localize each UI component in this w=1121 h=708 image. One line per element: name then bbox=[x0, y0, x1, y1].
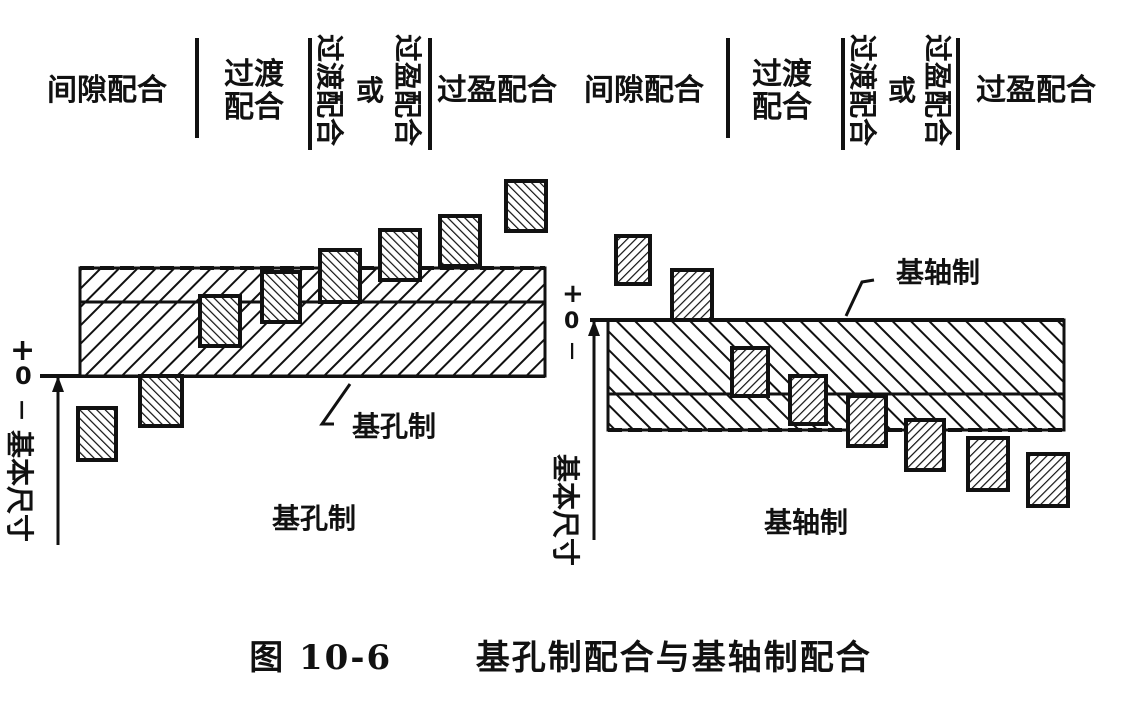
diagram-title: 基孔制 bbox=[272, 502, 356, 535]
header-left-or: 或 bbox=[356, 74, 384, 107]
sign-plus: + bbox=[10, 333, 35, 368]
caption-title: 基孔制配合与基轴制配合 bbox=[475, 638, 872, 678]
header-right-transition-or-b: 过盈配合 bbox=[921, 34, 954, 147]
figure-caption: 图 10-6 基孔制配合与基轴制配合 bbox=[0, 630, 1121, 679]
sign-zero: 0 bbox=[564, 309, 579, 334]
hole-zone bbox=[788, 374, 828, 426]
header-right-clearance: 间隙配合 bbox=[584, 73, 704, 108]
diagram-title: 基轴制 bbox=[764, 506, 848, 539]
zone-leader-line bbox=[844, 278, 875, 317]
header-left-clearance: 间隙配合 bbox=[47, 73, 167, 108]
hole-tolerance-zone bbox=[78, 266, 547, 378]
header-left: 间隙配合 过渡 配合 过渡配合 或 过盈配合 过盈配合 bbox=[47, 34, 557, 150]
header-right-transition-or-a: 过渡配合 bbox=[846, 34, 879, 147]
hole-zone bbox=[966, 436, 1010, 492]
sign-minus: — bbox=[11, 400, 35, 420]
zone-leader-line bbox=[319, 383, 352, 426]
shaft-zone bbox=[378, 228, 422, 282]
shaft-tolerance-zone bbox=[606, 318, 1066, 432]
hole-zone bbox=[614, 234, 652, 286]
caption-number: 图 10-6 bbox=[249, 638, 393, 678]
arrow-head-icon bbox=[588, 320, 600, 336]
shaft-zone bbox=[260, 270, 302, 324]
hole-zone bbox=[1026, 452, 1070, 508]
header-left-interference: 过盈配合 bbox=[437, 73, 557, 108]
shaft-zone bbox=[138, 374, 184, 428]
diagram-hole-basis: + 0 — 基本尺寸 基孔制 基孔制 bbox=[3, 179, 548, 545]
hole-zone bbox=[846, 394, 888, 448]
shaft-zone bbox=[504, 179, 548, 233]
hole-zone bbox=[904, 418, 946, 472]
header-left-transition-top: 过渡 bbox=[224, 57, 285, 92]
header-right: 间隙配合 过渡 配合 过渡配合 或 过盈配合 过盈配合 bbox=[584, 34, 1096, 150]
shaft-zone bbox=[318, 248, 362, 304]
shaft-zone bbox=[198, 294, 242, 348]
shaft-zone bbox=[438, 214, 482, 268]
hole-zone bbox=[670, 268, 714, 322]
header-right-transition-bottom: 配合 bbox=[752, 90, 812, 125]
basic-size-label: 基本尺寸 bbox=[3, 430, 36, 542]
header-left-transition-bottom: 配合 bbox=[224, 90, 284, 125]
zone-label: 基轴制 bbox=[896, 256, 980, 289]
header-right-transition-top: 过渡 bbox=[752, 57, 813, 92]
sign-minus: — bbox=[562, 342, 583, 360]
diagram-shaft-basis: + 0 — 基本尺寸 基轴制 基轴制 bbox=[549, 234, 1070, 566]
header-right-interference: 过盈配合 bbox=[976, 73, 1096, 108]
zone-label: 基孔制 bbox=[352, 410, 436, 443]
sign-plus: + bbox=[562, 279, 584, 309]
basic-size-label: 基本尺寸 bbox=[549, 454, 582, 566]
shaft-zone bbox=[76, 406, 118, 462]
header-left-transition-or-a: 过渡配合 bbox=[313, 34, 346, 147]
header-left-transition-or-b: 过盈配合 bbox=[391, 34, 424, 147]
hole-zone bbox=[730, 346, 770, 398]
header-right-or: 或 bbox=[888, 74, 916, 107]
arrow-head-icon bbox=[52, 376, 64, 392]
sign-zero: 0 bbox=[15, 362, 32, 390]
